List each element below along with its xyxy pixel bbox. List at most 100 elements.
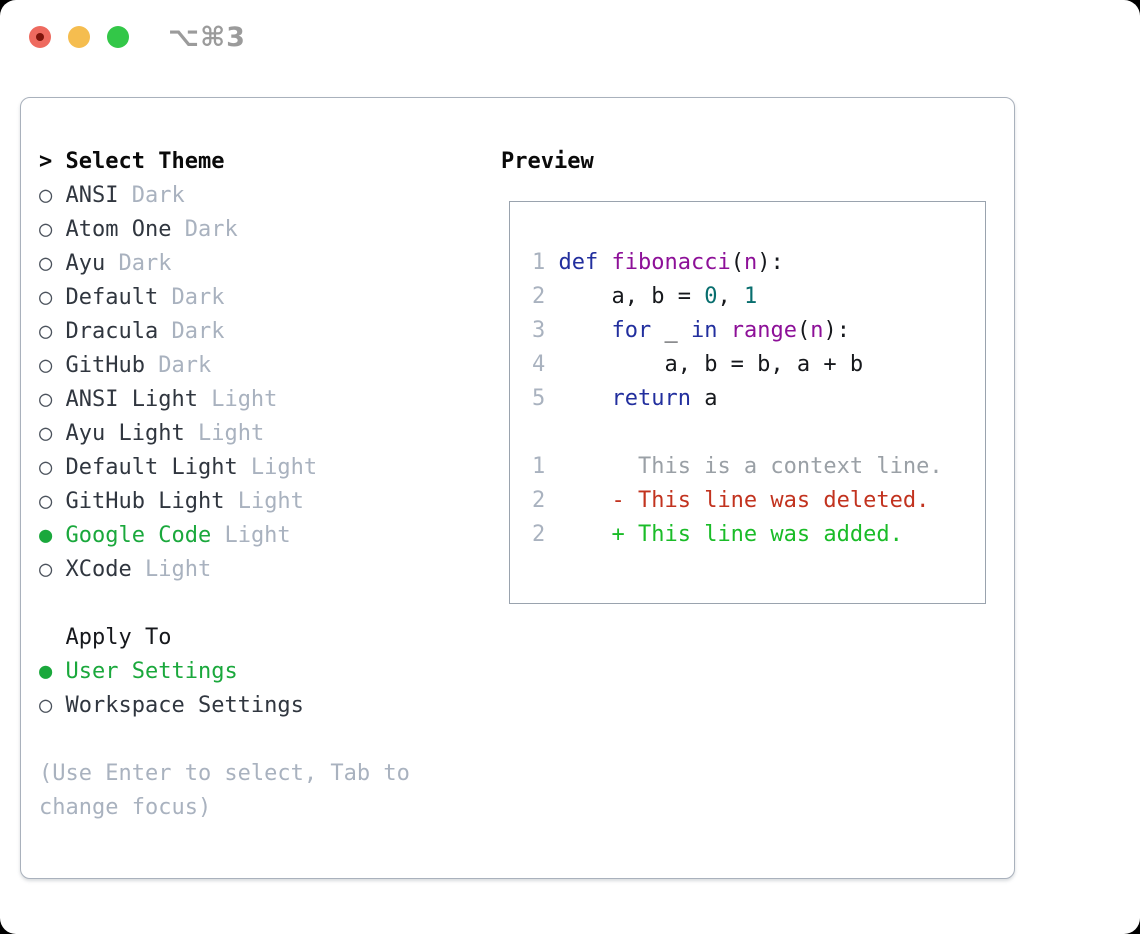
radio-empty-icon: ○ <box>39 489 66 514</box>
variant-label: Light <box>224 489 304 514</box>
spacer <box>39 587 410 621</box>
zoom-button[interactable] <box>107 26 129 48</box>
select-theme-header: > Select Theme <box>39 145 410 179</box>
code-line: 2 + This line was added. <box>532 518 985 552</box>
line-number: 2 <box>532 488 559 513</box>
code-token: in <box>690 318 718 343</box>
code-token <box>559 318 612 343</box>
code-line: 5 return a <box>532 382 985 416</box>
apply-option-user-settings[interactable]: ● User Settings <box>39 655 410 689</box>
code-token: ( <box>730 250 744 275</box>
apply-option-workspace-settings[interactable]: ○ Workspace Settings <box>39 689 410 723</box>
close-button[interactable] <box>29 26 51 48</box>
select-theme-title: Select Theme <box>65 149 225 174</box>
code-line: 1 def fibonacci(n): <box>532 246 985 280</box>
hint-text-line1: (Use Enter to select, Tab to <box>39 761 410 786</box>
line-number: 3 <box>532 318 559 343</box>
theme-option-github[interactable]: ○ GitHub Dark <box>39 349 410 383</box>
radio-empty-icon: ○ <box>39 183 66 208</box>
radio-empty-icon: ○ <box>39 693 66 718</box>
code-token: a <box>690 386 718 411</box>
line-number: 4 <box>532 352 559 377</box>
variant-label: Light <box>184 421 265 446</box>
code-blank-line <box>532 416 985 450</box>
variant-label: Light <box>211 523 291 548</box>
variant-label: Dark <box>118 183 185 208</box>
minimize-button[interactable] <box>68 26 90 48</box>
option-label: User Settings <box>65 659 238 684</box>
code-token: , <box>717 284 744 309</box>
variant-label: Dark <box>158 285 225 310</box>
option-label: Default <box>65 285 159 310</box>
theme-option-xcode[interactable]: ○ XCode Light <box>39 553 410 587</box>
code-token: n <box>810 318 824 343</box>
option-label: Atom One <box>65 217 172 242</box>
theme-option-google-code[interactable]: ● Google Code Light <box>39 519 410 553</box>
code-token: _ <box>651 318 691 343</box>
theme-option-atom-one[interactable]: ○ Atom One Dark <box>39 213 410 247</box>
theme-option-github-light[interactable]: ○ GitHub Light Light <box>39 485 410 519</box>
code-token: range <box>730 318 797 343</box>
variant-label: Light <box>131 557 212 582</box>
apply-to-options: ● User Settings○ Workspace Settings <box>39 655 410 723</box>
radio-empty-icon: ○ <box>39 319 66 344</box>
code-line: 3 for _ in range(n): <box>532 314 985 348</box>
option-label: Default Light <box>65 455 238 480</box>
code-line: 2 a, b = 0, 1 <box>532 280 985 314</box>
code-token <box>717 318 730 343</box>
code-token: 0 <box>704 284 718 309</box>
code-token: ( <box>796 318 811 343</box>
line-number: 2 <box>532 284 559 309</box>
option-label: Dracula <box>65 319 159 344</box>
variant-label: Dark <box>158 319 225 344</box>
option-label: Workspace Settings <box>65 693 304 718</box>
option-label: Ayu <box>65 251 106 276</box>
spacer <box>39 723 410 757</box>
option-label: GitHub <box>65 353 145 378</box>
radio-empty-icon: ○ <box>39 421 66 446</box>
hint-text-line2: change focus) <box>39 795 212 820</box>
option-label: ANSI <box>65 183 119 208</box>
radio-empty-icon: ○ <box>39 353 66 378</box>
prompt-arrow-icon: > <box>39 149 66 174</box>
line-number: 5 <box>532 386 559 411</box>
code-token: + This line was added. <box>558 522 903 547</box>
variant-label: Dark <box>144 353 212 378</box>
theme-option-ansi[interactable]: ○ ANSI Dark <box>39 179 410 213</box>
window-title: ⌥⌘3 <box>168 22 246 53</box>
variant-label: Dark <box>171 217 238 242</box>
apply-to-header: Apply To <box>65 625 172 650</box>
option-label: XCode <box>65 557 132 582</box>
radio-empty-icon: ○ <box>39 251 66 276</box>
radio-empty-icon: ○ <box>39 557 66 582</box>
titlebar: ⌥⌘3 <box>0 0 1140 70</box>
code-token: ): <box>757 250 784 275</box>
code-token: This is a context line. <box>558 454 943 479</box>
theme-option-default[interactable]: ○ Default Dark <box>39 281 410 315</box>
theme-option-default-light[interactable]: ○ Default Light Light <box>39 451 410 485</box>
option-label: Google Code <box>65 523 212 548</box>
option-label: ANSI Light <box>65 387 198 412</box>
radio-empty-icon: ○ <box>39 217 66 242</box>
theme-picker-dialog: > Select Theme ○ ANSI Dark○ Atom One Dar… <box>20 97 1015 879</box>
option-label: Ayu Light <box>65 421 185 446</box>
radio-empty-icon: ○ <box>39 285 66 310</box>
variant-label: Dark <box>105 251 172 276</box>
variant-label: Light <box>197 387 278 412</box>
theme-option-ayu-light[interactable]: ○ Ayu Light Light <box>39 417 410 451</box>
code-token: ): <box>823 318 850 343</box>
variant-label: Light <box>237 455 318 480</box>
theme-list-column: > Select Theme ○ ANSI Dark○ Atom One Dar… <box>39 145 410 825</box>
code-token: fibonacci <box>611 250 731 275</box>
theme-option-ayu[interactable]: ○ Ayu Dark <box>39 247 410 281</box>
code-token: return <box>611 386 691 411</box>
code-token: for <box>611 318 652 343</box>
radio-selected-icon: ● <box>39 523 66 548</box>
theme-option-dracula[interactable]: ○ Dracula Dark <box>39 315 410 349</box>
theme-option-ansi-light[interactable]: ○ ANSI Light Light <box>39 383 410 417</box>
code-token: 1 <box>743 284 758 309</box>
line-number: 1 <box>532 250 559 275</box>
